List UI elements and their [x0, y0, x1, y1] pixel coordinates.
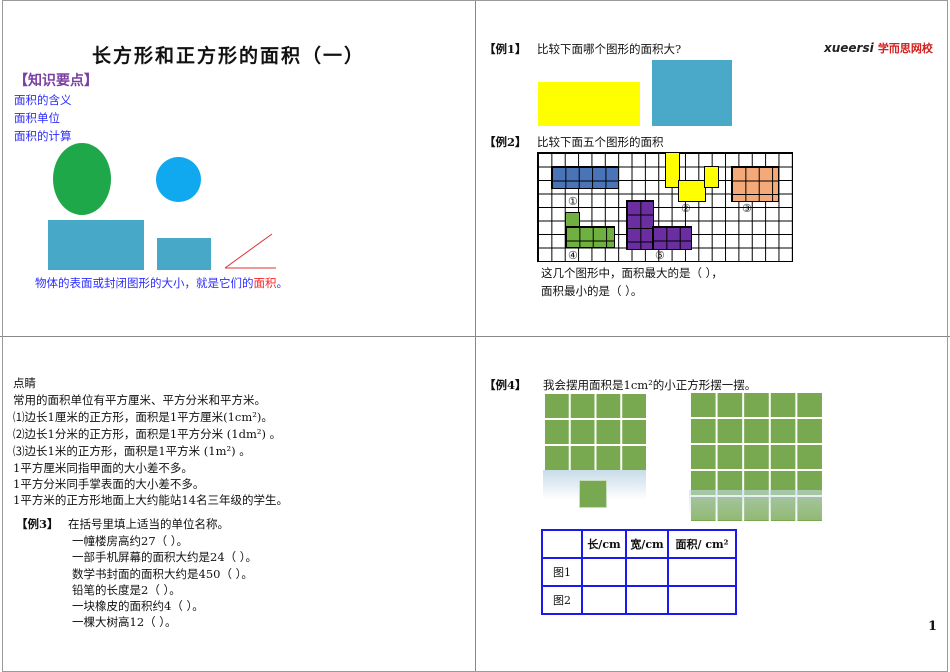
ex3-item-3: 数学书封面的面积大约是450（ ）。 — [72, 567, 253, 581]
ex3-item-1: 一幢楼房高约27（ ）。 — [72, 534, 189, 548]
open-angle-shape — [224, 233, 276, 269]
teal-square — [652, 60, 732, 126]
label-shape-2: ② — [681, 202, 691, 215]
shape-3-orange — [731, 166, 779, 202]
header-area: 面积/ cm² — [667, 529, 737, 559]
ex2-text: 比较下面五个图形的面积 — [537, 135, 664, 149]
key-point-line-6: 1平方分米同手掌表面的大小差不多。 — [13, 477, 205, 491]
ex1-text: 比较下面哪个图形的面积大? — [537, 42, 682, 56]
shape-2-yellow-c — [704, 166, 719, 188]
label-shape-3: ③ — [742, 202, 752, 215]
single-unit-tile — [579, 480, 607, 508]
table-row: 图2 — [541, 585, 737, 615]
ex3-label: 【例3】 — [16, 517, 59, 531]
ex3-item-6: 一棵大树高12（ ）。 — [72, 615, 177, 629]
table-row: 图1 — [541, 557, 737, 587]
ex3-item-5: 一块橡皮的面积约4（ ）。 — [72, 599, 204, 613]
shape-4-green-b — [565, 226, 615, 248]
cell-fig2-length[interactable] — [581, 585, 627, 615]
cell-fig1-width[interactable] — [625, 557, 669, 587]
shape-1-blue — [551, 166, 619, 189]
ex3-item-2: 一部手机屏幕的面积大约是24（ ）。 — [72, 550, 258, 564]
blue-circle — [156, 157, 201, 202]
green-ellipse — [53, 143, 111, 215]
cell-fig1-length[interactable] — [581, 557, 627, 587]
cell-fig2-area[interactable] — [667, 585, 737, 615]
slide1-title: 长方形和正方形的面积（一） — [92, 45, 366, 67]
measurement-table: 长/cm 宽/cm 面积/ cm² 图1 图2 — [541, 529, 737, 615]
key-point-line-7: 1平方米的正方形地面上大约能站14名三年级的学生。 — [13, 493, 288, 507]
ex3-text: 在括号里填上适当的单位名称。 — [68, 517, 229, 531]
tile-grid-figure-1 — [543, 392, 646, 470]
definition-end: 。 — [276, 276, 289, 290]
ex3-item-4: 铅笔的长度是2（ ）。 — [72, 583, 181, 597]
definition-text: 物体的表面或封闭图形的大小，就是它们的 — [35, 276, 254, 290]
question-line-1: 这几个图形中，面积最大的是（ ）， — [541, 266, 723, 280]
reflection-figure-2 — [689, 490, 822, 520]
brand-logo: xueersi 学而思网校 — [824, 40, 933, 57]
large-teal-rectangle — [48, 220, 144, 270]
page-number: 1 — [928, 619, 938, 634]
shape-5-purple-a — [626, 200, 654, 250]
ex1-label: 【例1】 — [484, 42, 527, 56]
cell-fig1-area[interactable] — [667, 557, 737, 587]
section-heading: 【知识要点】 — [14, 73, 98, 89]
definition-keyword: 面积 — [253, 276, 277, 290]
small-teal-rectangle — [157, 238, 211, 270]
table-corner-cell — [541, 529, 583, 559]
area-definition: 物体的表面或封闭图形的大小，就是它们的面积。 — [35, 275, 288, 292]
row-label-figure-1: 图1 — [541, 557, 583, 587]
item-area-units: 面积单位 — [14, 111, 60, 125]
header-width: 宽/cm — [625, 529, 669, 559]
ex4-label: 【例4】 — [484, 378, 527, 392]
key-point-line-5: 1平方厘米同指甲面的大小差不多。 — [13, 461, 193, 475]
key-point-line-2: ⑴边长1厘米的正方形，面积是1平方厘米(1cm²)。 — [13, 410, 273, 424]
item-area-meaning: 面积的含义 — [14, 93, 72, 107]
brand-cn: 学而思网校 — [877, 42, 933, 55]
label-shape-1: ① — [568, 195, 578, 208]
key-points-heading: 点睛 — [13, 376, 36, 390]
shape-2-yellow-b — [678, 180, 706, 202]
question-line-2: 面积最小的是（ ）。 — [541, 284, 643, 298]
row-label-figure-2: 图2 — [541, 585, 583, 615]
shape-2-yellow-a — [665, 152, 680, 188]
item-area-calc: 面积的计算 — [14, 129, 72, 143]
yellow-rectangle — [538, 82, 640, 126]
key-point-line-1: 常用的面积单位有平方厘米、平方分米和平方米。 — [13, 393, 266, 407]
label-shape-4: ④ — [568, 249, 578, 262]
divider-horizontal — [0, 336, 950, 337]
brand-latin: xueersi — [824, 41, 874, 55]
ex2-label: 【例2】 — [484, 135, 527, 149]
key-point-line-4: ⑶边长1米的正方形，面积是1平方米 (1m²) 。 — [13, 444, 251, 458]
label-shape-5: ⑤ — [655, 249, 665, 262]
shape-5-purple-b — [652, 226, 692, 250]
ex4-text: 我会摆用面积是1cm²的小正方形摆一摆。 — [543, 378, 757, 392]
key-point-line-3: ⑵边长1分米的正方形，面积是1平方分米 (1dm²) 。 — [13, 427, 282, 441]
cell-fig2-width[interactable] — [625, 585, 669, 615]
header-length: 长/cm — [581, 529, 627, 559]
